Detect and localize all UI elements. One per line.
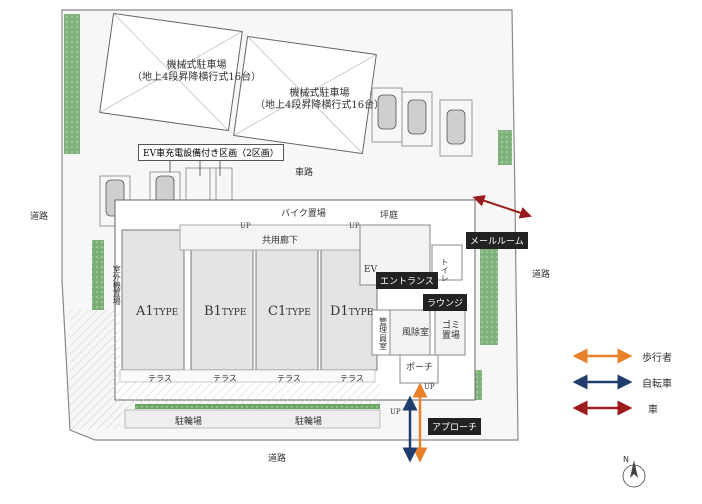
unit-d1-label: D1TYPE (330, 304, 374, 319)
bicycle-parking-right-label: 駐輪場 (295, 417, 323, 427)
road-right-label: 道路 (532, 270, 551, 280)
unit-c1-label: C1TYPE (268, 304, 311, 319)
up-label-1: UP (240, 222, 251, 230)
garbage-label: ゴミ置場 (442, 321, 461, 341)
ev-label: EV (364, 265, 378, 275)
approach-tag: アプローチ (428, 418, 482, 435)
cars-top-right (377, 94, 466, 145)
car-route-arrow (472, 194, 532, 219)
porch-label: ポーチ (406, 363, 434, 373)
mechanical-parking-2 (233, 35, 377, 155)
manager-room-label: 管理員室 (379, 317, 387, 352)
unit-b1-label: B1TYPE (204, 304, 247, 319)
ev-leaders (169, 160, 221, 176)
bike-area-label: バイク置場 (281, 209, 326, 219)
lounge-tag: ラウンジ (423, 294, 468, 311)
unit-a1-label: A1TYPE (136, 304, 179, 319)
bicycle-parking-left-label: 駐輪場 (175, 417, 203, 427)
road-left-label: 道路 (30, 212, 49, 222)
wind-room-label: 風除室 (402, 328, 430, 338)
legend-car: 車 (648, 405, 658, 416)
toilet-label: トイレ (440, 258, 450, 282)
mechanical-parking-1 (99, 12, 243, 132)
parking-2-label: 機械式駐車場（地上4段昇降横行式16台） (255, 88, 385, 111)
up-label-2: UP (349, 222, 360, 230)
terrace-label-1: テラス (148, 374, 172, 383)
unit-a1 (121, 229, 185, 371)
ev-note: EV車充電設備付き区画（2区画） (138, 144, 284, 161)
entrance-tag: エントランス (376, 272, 438, 289)
terrace-label-2: テラス (213, 374, 237, 383)
garden-label: 坪庭 (380, 211, 399, 221)
road-bottom-label: 道路 (268, 454, 287, 464)
parking-slots-top-right (371, 87, 473, 157)
terrace-strip (119, 369, 376, 383)
parking-1-label: 機械式駐車場（地上4段昇降横行式16台） (132, 60, 262, 83)
left-hatch (70, 310, 120, 430)
terrace-label-4: テラス (340, 374, 364, 383)
top-right-greenery (498, 130, 512, 165)
legend-bicycle: 自転車 (642, 379, 672, 390)
up-label-3: UP (424, 383, 435, 391)
unit-c1 (255, 249, 319, 371)
bicycle-strip (124, 409, 381, 429)
unit-b1 (190, 249, 254, 371)
corridor-block (179, 224, 381, 251)
up-label-4: UP (390, 408, 401, 416)
mail-room-tag: メールルーム (466, 232, 528, 249)
right-greenery (480, 235, 498, 345)
corridor-label: 共用廊下 (262, 236, 299, 246)
outdoor-unit-label: 室外機置場 (112, 265, 122, 305)
compass-label: N (623, 455, 629, 464)
unit-rooms (121, 229, 378, 371)
terrace-label-3: テラス (277, 374, 301, 383)
road-top-label: 車路 (295, 168, 314, 178)
left-greenery-2 (92, 240, 104, 310)
compass-icon (622, 460, 646, 488)
bottom-green (135, 404, 380, 409)
left-greenery (64, 14, 80, 154)
legend-pedestrian: 歩行者 (642, 353, 672, 364)
